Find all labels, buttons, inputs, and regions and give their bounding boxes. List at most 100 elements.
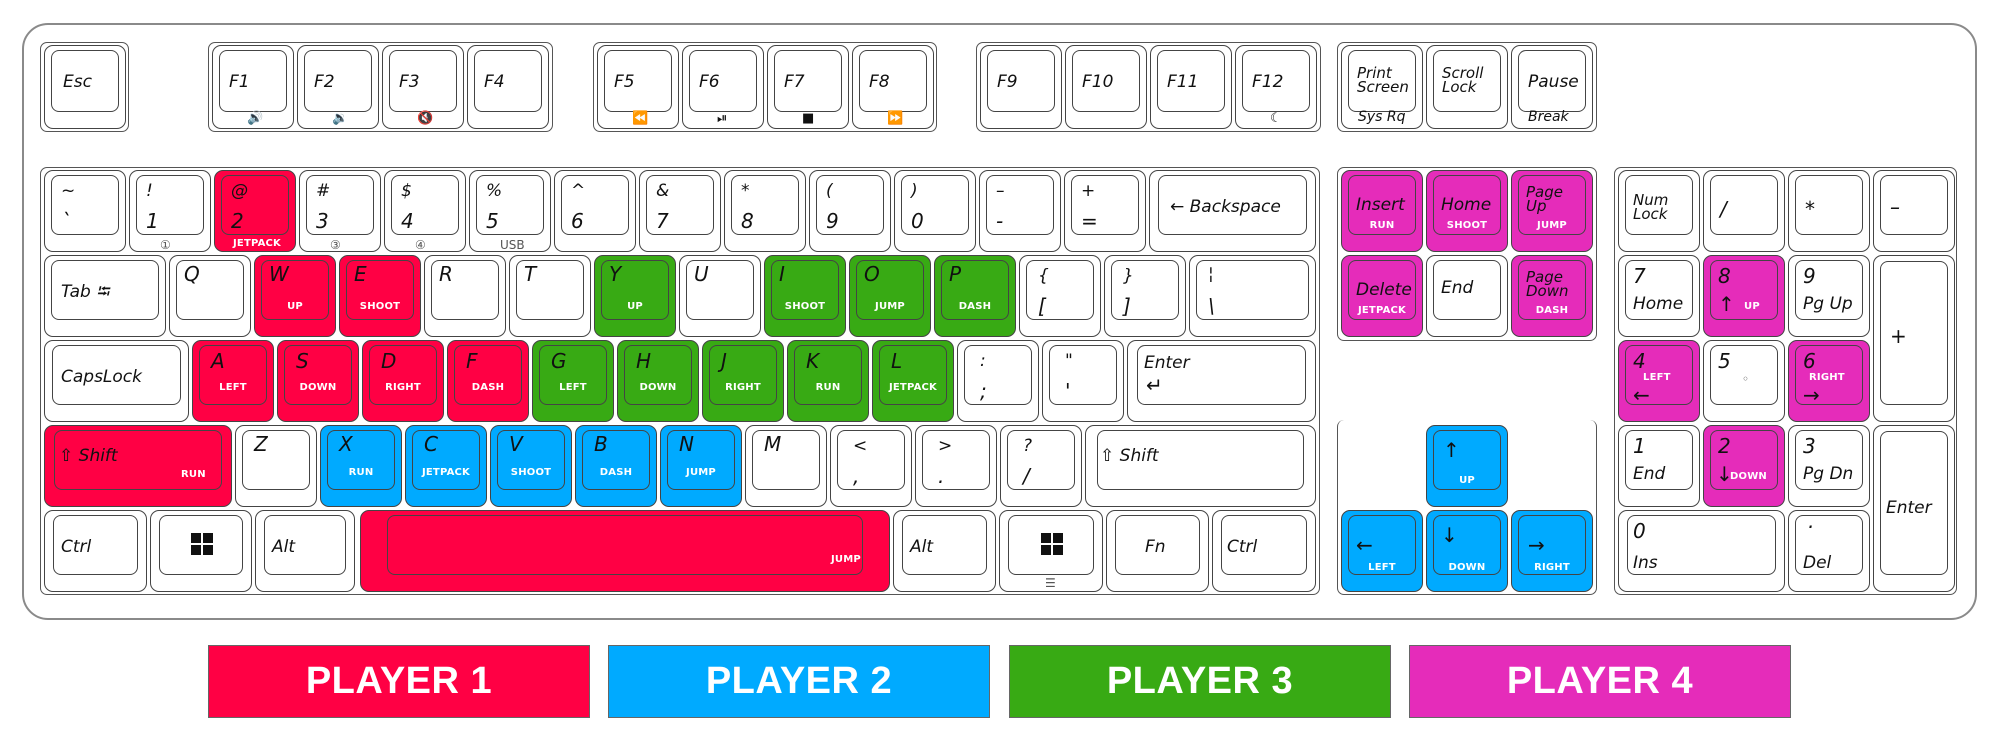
key-tilde[interactable]: ~` <box>44 170 126 252</box>
key-t[interactable]: T <box>509 255 591 337</box>
key-end[interactable]: End <box>1426 255 1508 337</box>
key-right-alt[interactable]: Alt <box>893 510 996 592</box>
key-comma[interactable]: <, <box>830 425 912 507</box>
key-f6[interactable]: F6⏯ <box>682 45 764 129</box>
key-capslock[interactable]: CapsLock <box>44 340 189 422</box>
key-f12[interactable]: F12☾ <box>1235 45 1317 129</box>
key-arrow-up[interactable]: ↑UP <box>1426 425 1508 507</box>
key-f11[interactable]: F11 <box>1150 45 1232 129</box>
key-np-8[interactable]: 8↑UP <box>1703 255 1785 337</box>
key-semicolon[interactable]: :; <box>957 340 1039 422</box>
key-np-enter[interactable]: Enter <box>1873 425 1955 592</box>
key-backspace[interactable]: ← Backspace <box>1149 170 1316 252</box>
key-np-plus[interactable]: + <box>1873 255 1955 422</box>
key-f3[interactable]: F3🔇 <box>382 45 464 129</box>
key-minus[interactable]: –- <box>979 170 1061 252</box>
key-space[interactable]: JUMP <box>360 510 890 592</box>
key-np-2[interactable]: 2↓DOWN <box>1703 425 1785 507</box>
key-arrow-right[interactable]: →RIGHT <box>1511 510 1593 592</box>
key-np-dot[interactable]: ·Del <box>1788 510 1870 592</box>
key-f10[interactable]: F10 <box>1065 45 1147 129</box>
key-right-win[interactable]: ☰ <box>999 510 1103 592</box>
key-left-win[interactable] <box>150 510 252 592</box>
key-np-minus[interactable]: – <box>1873 170 1955 252</box>
key-lbracket[interactable]: {[ <box>1019 255 1101 337</box>
key-z[interactable]: Z <box>235 425 317 507</box>
key-quote[interactable]: "' <box>1042 340 1124 422</box>
key-rbracket[interactable]: }] <box>1104 255 1186 337</box>
key-digit-7[interactable]: &7 <box>639 170 721 252</box>
key-backslash[interactable]: ¦\ <box>1189 255 1316 337</box>
key-tab[interactable]: Tab ⭾ <box>44 255 166 337</box>
key-right-ctrl[interactable]: Ctrl <box>1212 510 1316 592</box>
key-digit-8[interactable]: *8 <box>724 170 806 252</box>
key-f2[interactable]: F2🔉 <box>297 45 379 129</box>
key-equal[interactable]: += <box>1064 170 1146 252</box>
key-left-ctrl[interactable]: Ctrl <box>44 510 147 592</box>
key-period[interactable]: >. <box>915 425 997 507</box>
key-num-lock[interactable]: Num Lock <box>1618 170 1700 252</box>
key-arrow-down[interactable]: ↓DOWN <box>1426 510 1508 592</box>
key-right-shift[interactable]: ⇧ Shift <box>1085 425 1316 507</box>
key-scroll-lock[interactable]: Scroll Lock <box>1426 45 1508 129</box>
key-np-star[interactable]: * <box>1788 170 1870 252</box>
key-r[interactable]: R <box>424 255 506 337</box>
key-f9[interactable]: F9 <box>980 45 1062 129</box>
key-f8[interactable]: F8⏩ <box>852 45 934 129</box>
key-fn[interactable]: Fn <box>1106 510 1209 592</box>
key-digit-9[interactable]: (9 <box>809 170 891 252</box>
key-np-slash[interactable]: / <box>1703 170 1785 252</box>
key-enter[interactable]: Enter↵ <box>1127 340 1316 422</box>
key-digit-0[interactable]: )0 <box>894 170 976 252</box>
key-m[interactable]: M <box>745 425 827 507</box>
key-f4[interactable]: F4 <box>467 45 549 129</box>
key-np-5[interactable]: 5◦ <box>1703 340 1785 422</box>
key-f5[interactable]: F5⏪ <box>597 45 679 129</box>
key-slash[interactable]: ?/ <box>1000 425 1082 507</box>
key-digit-6[interactable]: ^6 <box>554 170 636 252</box>
key-arrow-left[interactable]: ←LEFT <box>1341 510 1423 592</box>
key-esc[interactable]: Esc <box>44 45 126 129</box>
key-f7[interactable]: F7■ <box>767 45 849 129</box>
key-q[interactable]: Q <box>169 255 251 337</box>
key-f1[interactable]: F1🔊 <box>212 45 294 129</box>
